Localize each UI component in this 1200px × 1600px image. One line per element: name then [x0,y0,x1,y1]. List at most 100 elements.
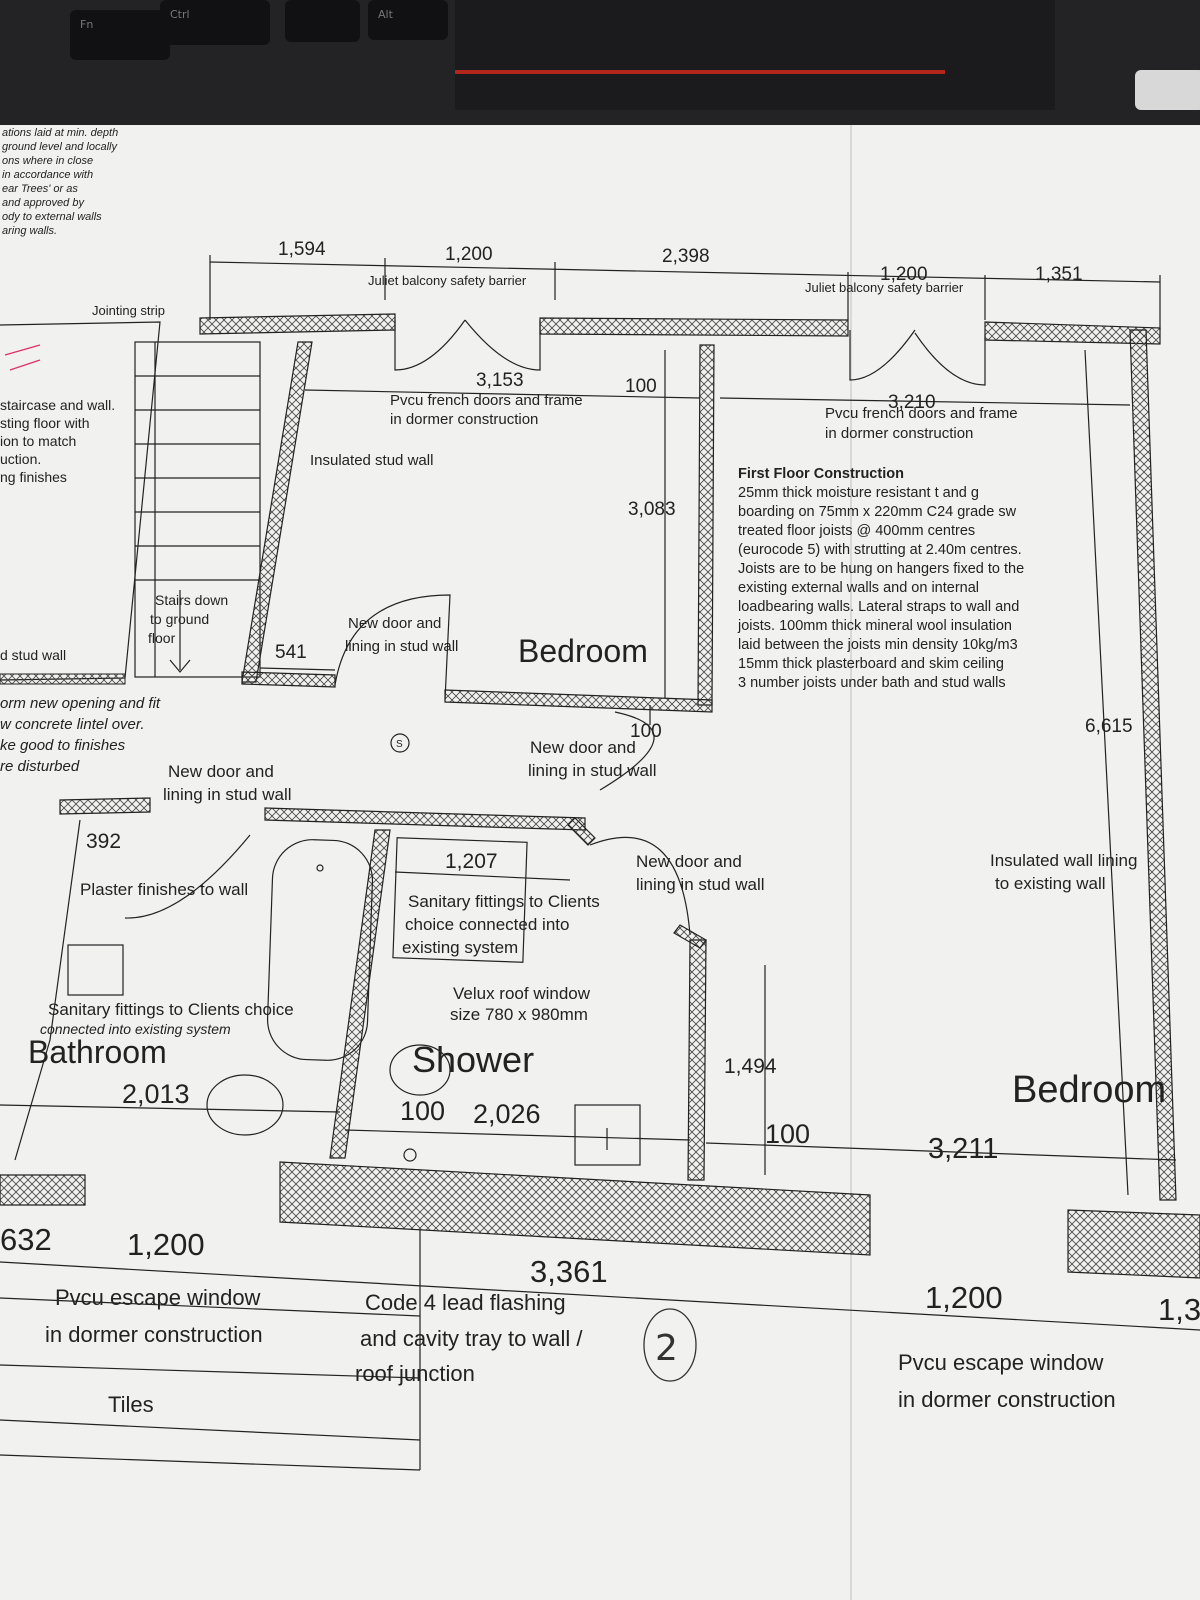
construction-line: loadbearing walls. Lateral straps to wal… [738,599,1019,615]
notes-top-left: ations laid at min. depth ground level a… [2,127,118,237]
construction-line: joists. 100mm thick mineral wool insulat… [737,618,1012,634]
dim-1351: 1,351 [1035,264,1083,285]
top-dimension-line [209,255,1161,330]
label-sanitary2-l1: Sanitary fittings to Clients choice [48,1000,294,1019]
note-line: ear Trees' or as [2,183,78,195]
label-doors1-l2: in dormer construction [390,411,538,428]
construction-title: First Floor Construction [738,466,904,482]
label-newdoor2-l1: New door and [168,762,274,781]
label-juliet-1: Juliet balcony safety barrier [368,273,527,288]
staircase [134,341,261,678]
touchpad-area [455,0,1055,110]
label-stairs-1: Stairs down [155,592,228,608]
opening-note: ke good to finishes [0,737,126,754]
external-walls-top [199,313,1177,1201]
note-line: in accordance with [2,169,93,181]
construction-line: existing external walls and on internal [738,580,979,596]
left-note: sting floor with [0,415,89,431]
dim-3361: 3,361 [530,1254,608,1289]
label-newdoor4-l1: New door and [636,852,742,871]
french-doors-2 [849,329,986,386]
label-shower: Shower [412,1039,534,1080]
dim-2398: 2,398 [662,246,710,267]
ctrl-key: Ctrl [160,0,270,45]
windows-key [285,0,360,42]
paper-fold [850,125,852,1600]
label-escape1-l1: Pvcu escape window [55,1285,261,1310]
dim-2013: 2,013 [122,1079,190,1109]
external-walls-bottom [0,1161,1200,1279]
label-sanitary1-l3: existing system [402,938,518,957]
door-swing-4 [589,836,691,936]
dim-1594: 1,594 [278,239,326,260]
label-stairs-3: floor [148,630,176,646]
label-juliet-2: Juliet balcony safety barrier [805,280,964,295]
label-velux-l2: size 780 x 980mm [450,1005,588,1024]
dim-3211: 3,211 [928,1133,998,1165]
note-line: ons where in close [2,155,93,167]
label-sanitary1-l2: choice connected into [405,915,569,934]
dim-3210: 3,210 [888,392,936,413]
label-escape2-l1: Pvcu escape window [898,1350,1104,1375]
label-insulated-stud-wall: Insulated stud wall [310,452,433,469]
construction-line: 25mm thick moisture resistant t and g [738,485,979,501]
note-line: ground level and locally [2,141,118,153]
construction-line: 15mm thick plasterboard and skim ceiling [738,656,1004,672]
label-jointing-strip: Jointing strip [92,303,165,318]
label-doors2-l2: in dormer construction [825,425,973,442]
opening-note: orm new opening and fit [0,695,161,712]
door-swing-3 [599,711,655,791]
dim-1494: 1,494 [724,1055,777,1078]
note-line: ody to external walls [2,211,102,223]
label-newdoor1-l2: lining in stud wall [345,638,458,655]
construction-line: 3 number joists under bath and stud wall… [738,675,1006,691]
label-stud-wall-left: d stud wall [0,647,66,663]
handwritten-circle-2: 2 [643,1308,697,1382]
label-sanitary2-l2: connected into existing system [40,1021,231,1037]
label-velux-l1: Velux roof window [453,984,591,1003]
bottom-dimension-lines [0,1230,1200,1471]
left-note: ng finishes [0,469,67,485]
dim-100-c: 100 [400,1096,445,1126]
label-newdoor1-l1: New door and [348,615,441,632]
construction-note: First Floor Construction 25mm thick mois… [737,466,1024,691]
construction-line: (eurocode 5) with strutting at 2.40m cen… [738,542,1022,558]
smoke-detector-label: S [396,739,403,750]
dim-632: 632 [0,1222,52,1257]
label-doors1-l1: Pvcu french doors and frame [390,392,583,409]
note-line: ations laid at min. depth [2,127,118,139]
dim-541: 541 [275,642,307,663]
opening-note: re disturbed [0,758,80,775]
dim-1207: 1,207 [445,850,498,873]
dim-1200-bottom-b: 1,200 [925,1280,1003,1315]
label-newdoor3-l2: lining in stud wall [528,761,657,780]
left-note: uction. [0,451,41,467]
bedroom1-dimensions [259,350,701,725]
handwritten-number: 2 [655,1328,678,1369]
dim-3083: 3,083 [628,499,676,520]
note-line: aring walls. [2,225,57,237]
label-sanitary1-l1: Sanitary fittings to Clients [408,892,600,911]
touchpad-button-stripe [455,70,945,74]
label-newdoor4-l2: lining in stud wall [636,875,765,894]
label-doors2-l1: Pvcu french doors and frame [825,405,1018,422]
label-lead-l3: roof junction [355,1361,475,1386]
label-escape1-l2: in dormer construction [45,1322,263,1347]
dim-1-3: 1,3 [1158,1292,1200,1327]
bathroom-fixtures [14,819,641,1166]
bedroom2-dimensions [719,349,1131,1196]
construction-line: Joists are to be hung on hangers fixed t… [738,561,1024,577]
dim-100-d: 100 [765,1119,810,1149]
label-plaster: Plaster finishes to wall [80,880,248,899]
dim-3153: 3,153 [476,370,524,391]
dim-392: 392 [86,830,121,853]
construction-line: laid between the joists min density 10kg… [738,637,1018,653]
label-lead-l1: Code 4 lead flashing [365,1290,566,1315]
construction-line: boarding on 75mm x 220mm C24 grade sw [738,504,1017,520]
floor-plan-sheet [0,125,1200,1600]
label-newdoor2-l2: lining in stud wall [163,785,292,804]
label-bathroom: Bathroom [28,1034,167,1070]
label-insulated-lining-l1: Insulated wall lining [990,851,1137,870]
label-stairs-2: to ground [150,611,209,627]
